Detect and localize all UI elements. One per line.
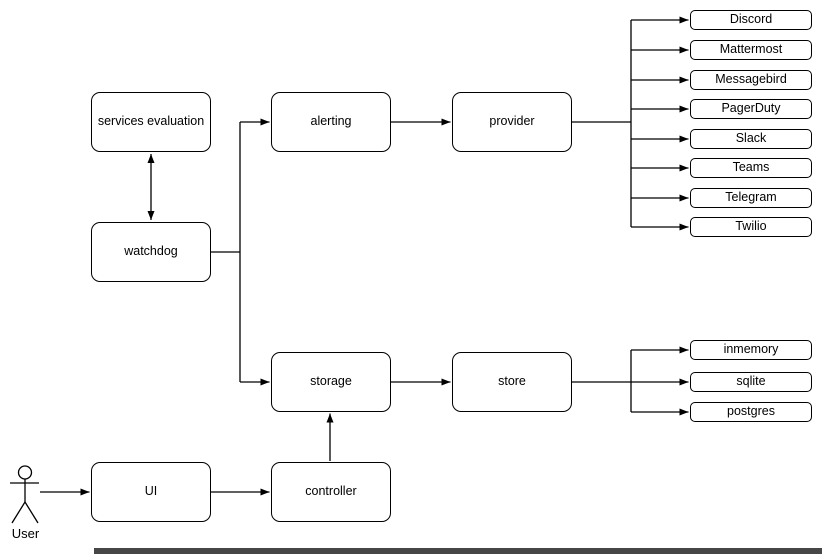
node-storage: storage	[271, 352, 391, 412]
provider-option-twilio: Twilio	[690, 217, 812, 237]
node-store: store	[452, 352, 572, 412]
edge-watchdog-branch	[211, 118, 270, 386]
provider-option-teams: Teams	[690, 158, 812, 178]
provider-option-messagebird: Messagebird	[690, 70, 812, 90]
node-watchdog: watchdog	[91, 222, 211, 282]
edge-store-fanout	[572, 346, 689, 416]
store-option-sqlite: sqlite	[690, 372, 812, 392]
node-services-evaluation: services evaluation	[91, 92, 211, 152]
store-option-inmemory: inmemory	[690, 340, 812, 360]
edge-provider-fanout	[572, 16, 689, 231]
node-provider: provider	[452, 92, 572, 152]
node-controller: controller	[271, 462, 391, 522]
user-actor-label: User	[11, 526, 40, 541]
store-option-postgres: postgres	[690, 402, 812, 422]
node-alerting: alerting	[271, 92, 391, 152]
provider-option-telegram: Telegram	[690, 188, 812, 208]
user-actor-icon	[10, 465, 39, 524]
provider-option-pagerduty: PagerDuty	[690, 99, 812, 119]
provider-option-slack: Slack	[690, 129, 812, 149]
taskbar-edge	[94, 548, 822, 554]
node-ui: UI	[91, 462, 211, 522]
provider-option-mattermost: Mattermost	[690, 40, 812, 60]
provider-option-discord: Discord	[690, 10, 812, 30]
